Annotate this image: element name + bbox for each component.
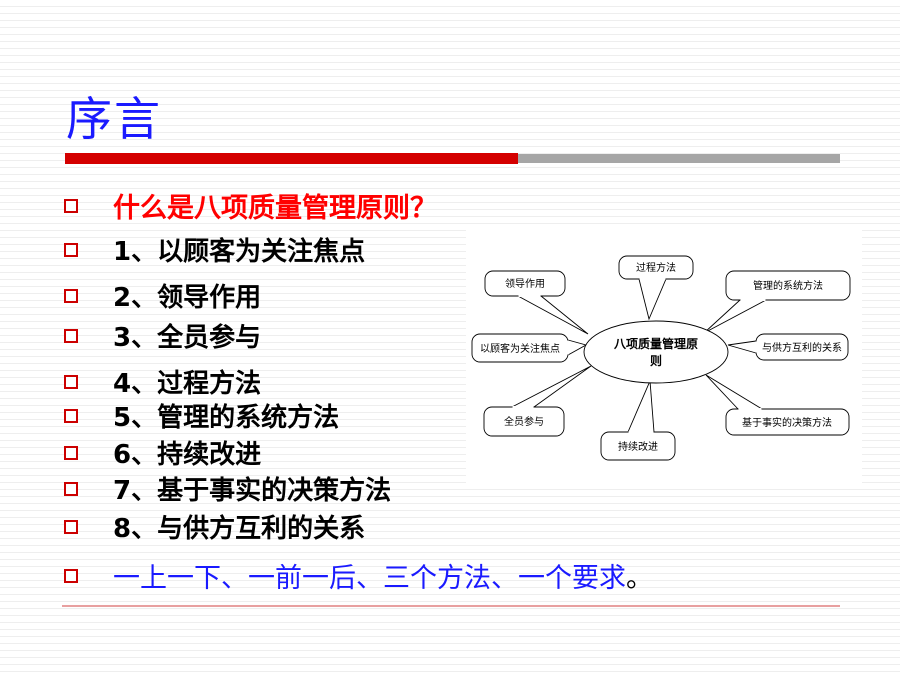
node-callout <box>705 374 850 436</box>
center-label-line2: 则 <box>650 354 662 368</box>
node-label: 全员参与 <box>504 415 544 428</box>
bullet-box-icon <box>64 328 78 343</box>
node-label: 持续改进 <box>618 440 658 453</box>
list-item-text: 3、全员参与 <box>113 323 262 353</box>
node-callout <box>727 333 849 361</box>
bullet-heading: 什么是八项质量管理原则？ <box>64 186 437 225</box>
node-label: 过程方法 <box>636 261 676 274</box>
list-item-text: 6、持续改进 <box>113 440 262 470</box>
node-label: 与供方互利的关系 <box>762 341 842 354</box>
list-item-text: 5、管理的系统方法 <box>113 403 340 433</box>
title-accent-bar <box>65 153 518 164</box>
bullet-box-icon <box>64 242 78 257</box>
node-label: 以顾客为关注焦点 <box>480 342 560 355</box>
list-item: 2、领导作用 <box>64 277 261 314</box>
node-callout <box>618 255 694 321</box>
node-callout <box>600 380 676 461</box>
diagram-svg: 八项质量管理原 则 过程方法 领导作用 管理的系统方法 以顾客为关注焦点 与供方… <box>471 255 851 461</box>
node-callout <box>483 365 592 437</box>
heading-text: 什么是八项质量管理原则？ <box>113 193 437 224</box>
node-label: 领导作用 <box>505 277 545 290</box>
list-item: 5、管理的系统方法 <box>64 397 339 434</box>
bullet-box-icon <box>64 568 78 583</box>
bullet-box-icon <box>64 198 78 213</box>
bullet-box-icon <box>64 481 78 496</box>
list-item-text: 7、基于事实的决策方法 <box>113 476 392 506</box>
list-item: 8、与供方互利的关系 <box>64 508 365 545</box>
center-label-line1: 八项质量管理原 <box>613 336 698 351</box>
center-ellipse <box>583 320 729 384</box>
bullet-box-icon <box>64 374 78 389</box>
bullet-box-icon <box>64 445 78 460</box>
node-callout <box>703 270 851 334</box>
list-item-text: 4、过程方法 <box>113 369 262 399</box>
footer-period: 。 <box>626 563 653 594</box>
bullet-footer: 一上一下、一前一后、三个方法、一个要求。 <box>64 556 653 595</box>
list-item: 3、全员参与 <box>64 317 261 354</box>
list-item: 7、基于事实的决策方法 <box>64 470 391 507</box>
node-label: 基于事实的决策方法 <box>742 416 832 429</box>
node-callout <box>484 270 589 335</box>
list-item: 6、持续改进 <box>64 434 261 471</box>
principles-diagram: 八项质量管理原 则 过程方法 领导作用 管理的系统方法 以顾客为关注焦点 与供方… <box>466 225 862 487</box>
list-item-text: 1、以顾客为关注焦点 <box>113 237 366 267</box>
slide-title: 序言 <box>66 92 162 146</box>
list-item-text: 8、与供方互利的关系 <box>113 514 366 544</box>
node-label: 管理的系统方法 <box>753 279 823 292</box>
node-callout <box>471 333 588 363</box>
list-item-text: 2、领导作用 <box>113 283 262 313</box>
list-item: 1、以顾客为关注焦点 <box>64 231 365 268</box>
bullet-box-icon <box>64 408 78 423</box>
list-item: 4、过程方法 <box>64 363 261 400</box>
bullet-box-icon <box>64 519 78 534</box>
footer-text: 一上一下、一前一后、三个方法、一个要求 <box>113 563 626 594</box>
title-gray-bar <box>518 154 840 163</box>
bullet-box-icon <box>64 288 78 303</box>
bottom-divider <box>62 605 840 607</box>
